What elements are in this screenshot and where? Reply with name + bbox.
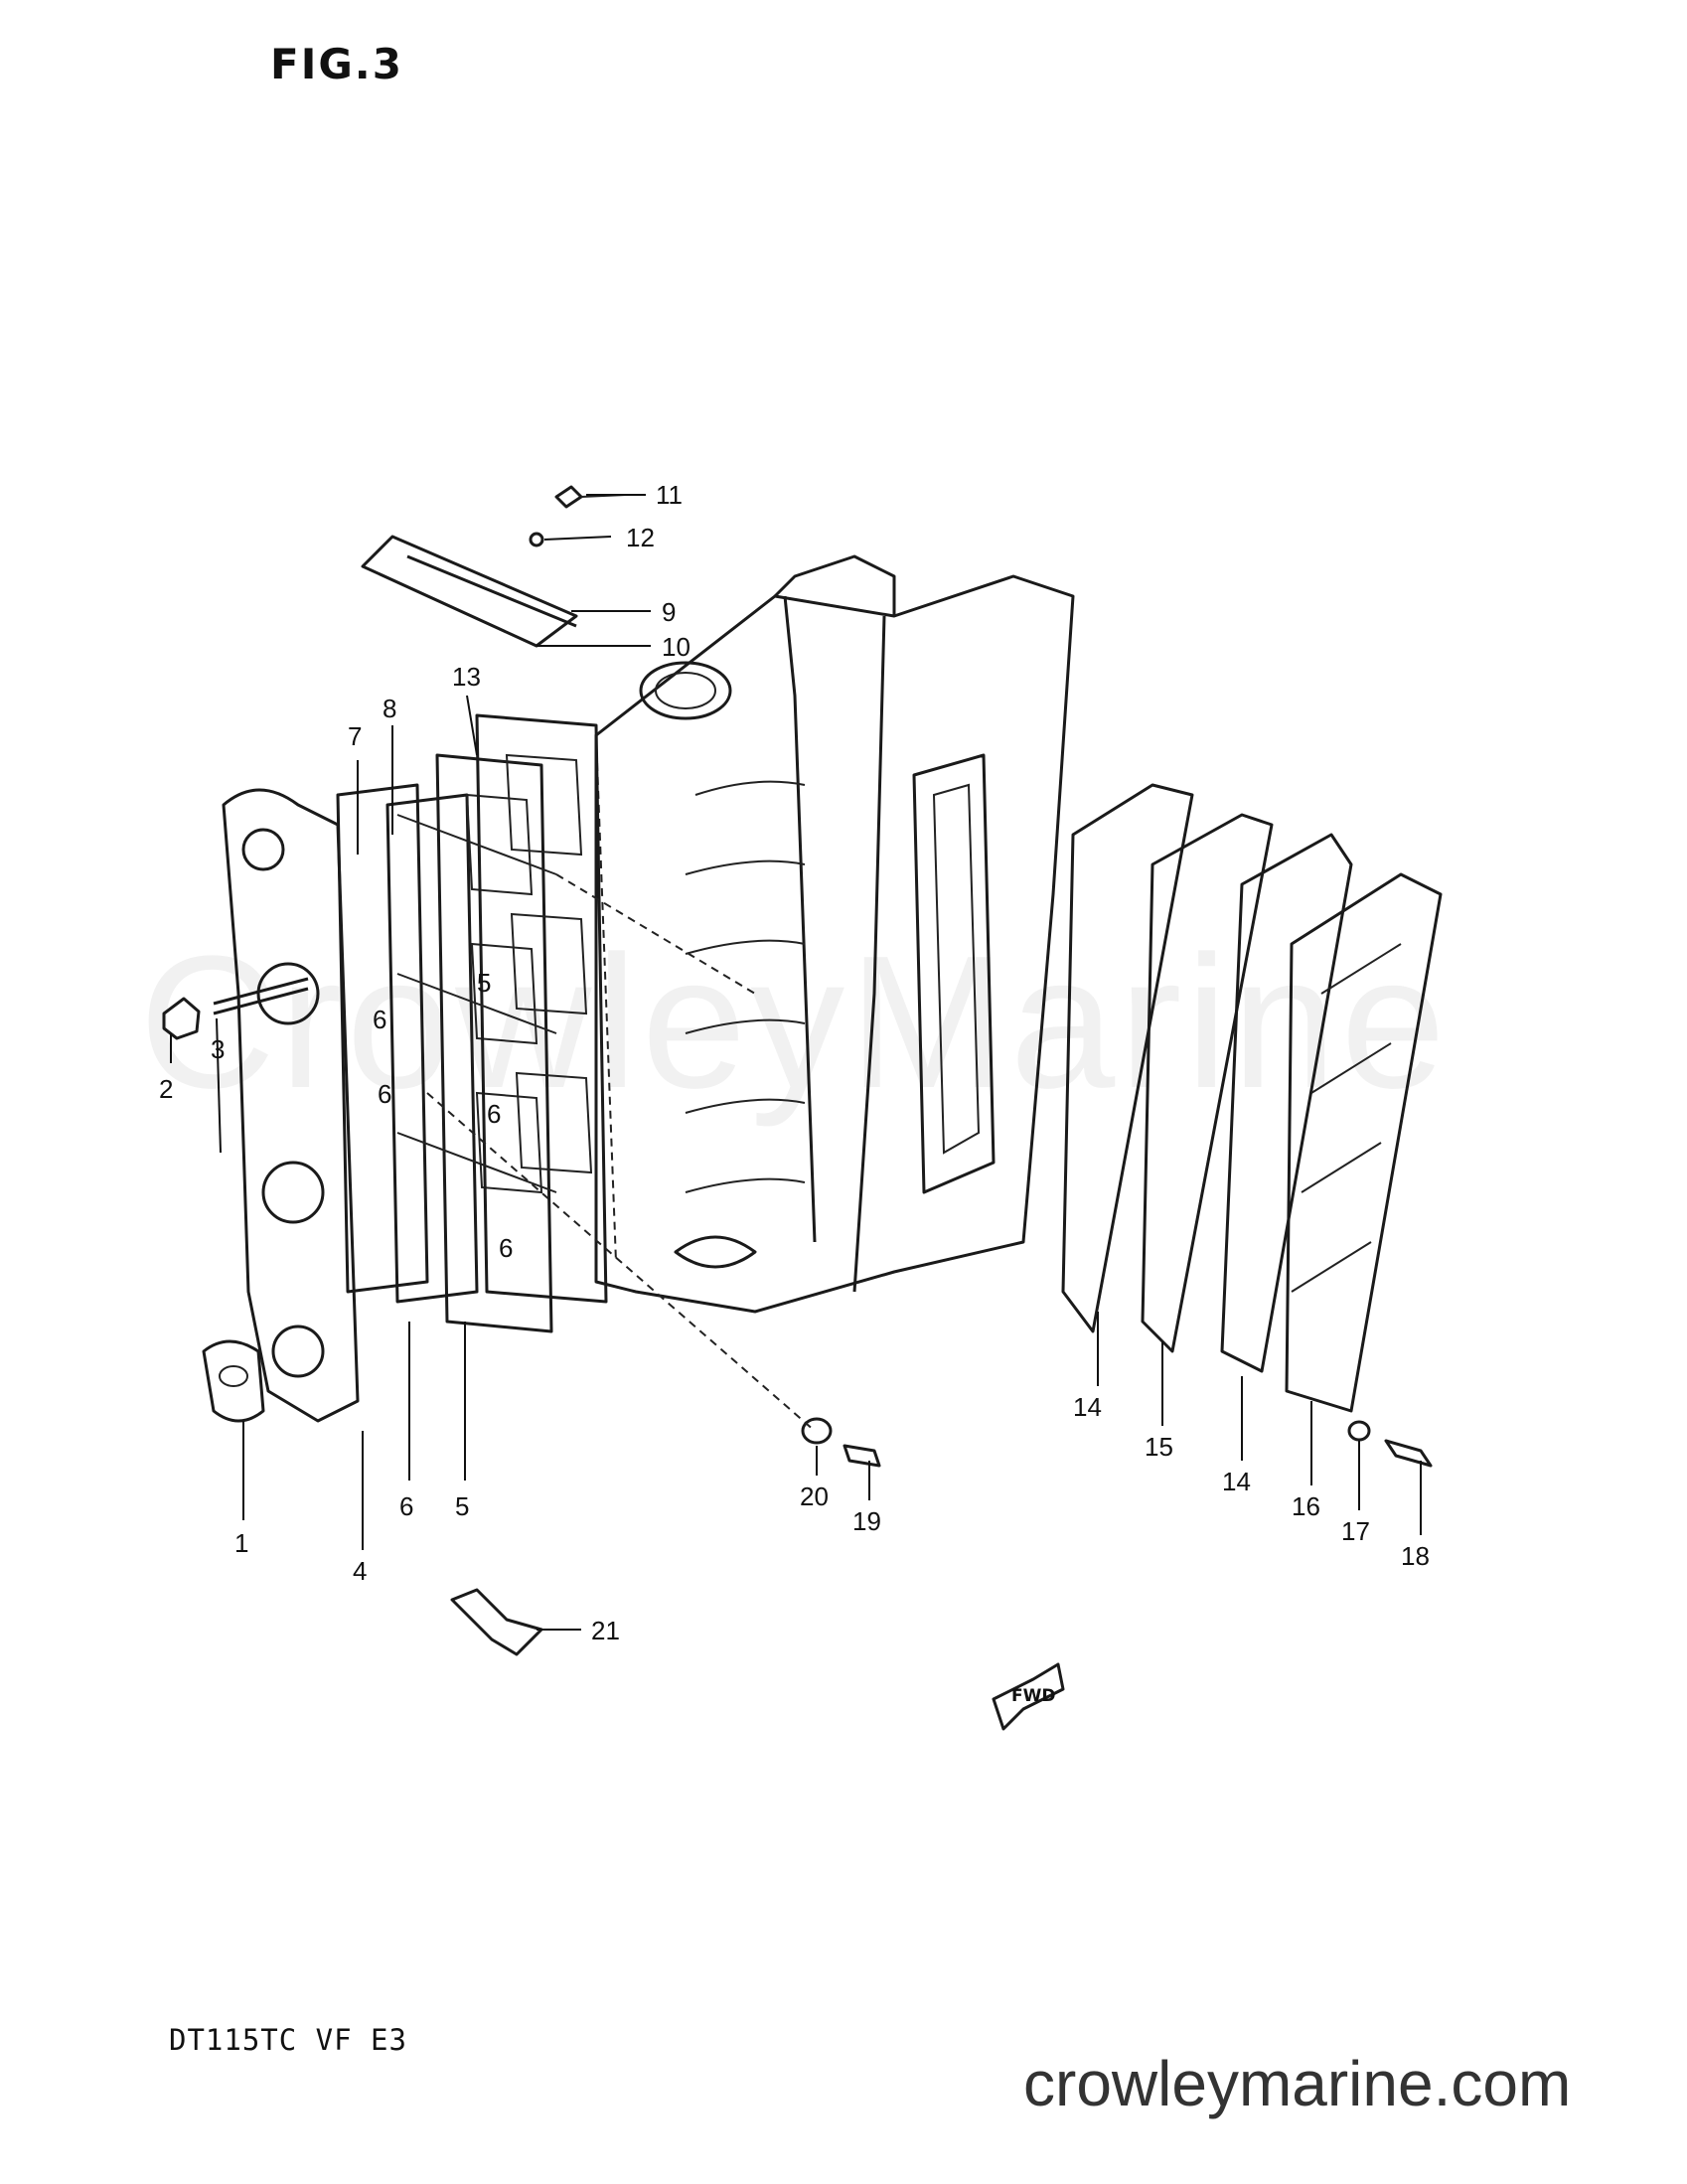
- callout-11: 11: [656, 480, 683, 510]
- model-code: DT115TC VF E3: [169, 2023, 407, 2057]
- leader-dash-stack: [555, 873, 756, 995]
- callout-9: 9: [662, 597, 676, 627]
- stud-and-nut: [162, 977, 309, 1040]
- callout-6b: 6: [378, 1079, 391, 1109]
- callout-14a: 14: [1073, 1392, 1102, 1422]
- callout-leaders: [170, 494, 1422, 1631]
- callout-20: 20: [800, 1482, 829, 1511]
- callout-6e: 6: [399, 1491, 413, 1521]
- fwd-text: FWD: [1011, 1686, 1055, 1706]
- top-plate-and-fasteners: [361, 485, 627, 648]
- site-url: crowleymarine.com: [1023, 2048, 1572, 2119]
- leader-dash-20: [426, 1092, 816, 1432]
- callout-13: 13: [452, 662, 481, 692]
- callout-8: 8: [383, 694, 396, 723]
- callout-1: 1: [234, 1528, 248, 1558]
- callout-labels: 1 2 3 4 5 5 6 6 6 6 6 7 8 9 10 11 12 13 …: [159, 480, 1430, 1645]
- callout-2: 2: [159, 1074, 173, 1104]
- callout-19: 19: [852, 1506, 881, 1536]
- callout-16: 16: [1292, 1491, 1320, 1521]
- callout-5b: 5: [455, 1491, 469, 1521]
- fwd-arrow: FWD: [992, 1662, 1065, 1731]
- callout-18: 18: [1401, 1541, 1430, 1571]
- callout-7: 7: [348, 721, 362, 751]
- callout-17: 17: [1341, 1516, 1370, 1546]
- reed-valve-stack: [336, 713, 608, 1333]
- callout-3: 3: [211, 1034, 225, 1064]
- callout-12: 12: [626, 523, 655, 552]
- callout-6d: 6: [499, 1233, 513, 1263]
- cylinder-block: [594, 554, 1075, 1314]
- callout-6c: 6: [487, 1099, 501, 1129]
- callout-15: 15: [1145, 1432, 1173, 1462]
- callout-6a: 6: [373, 1005, 386, 1034]
- callout-5a: 5: [477, 968, 491, 998]
- figure-title: FIG.3: [270, 40, 403, 88]
- callout-21: 21: [591, 1616, 620, 1645]
- intake-manifold: [202, 788, 360, 1423]
- callout-10: 10: [662, 632, 690, 662]
- side-cover-stack: [1061, 783, 1443, 1413]
- callout-14b: 14: [1222, 1467, 1251, 1496]
- callout-4: 4: [353, 1556, 367, 1586]
